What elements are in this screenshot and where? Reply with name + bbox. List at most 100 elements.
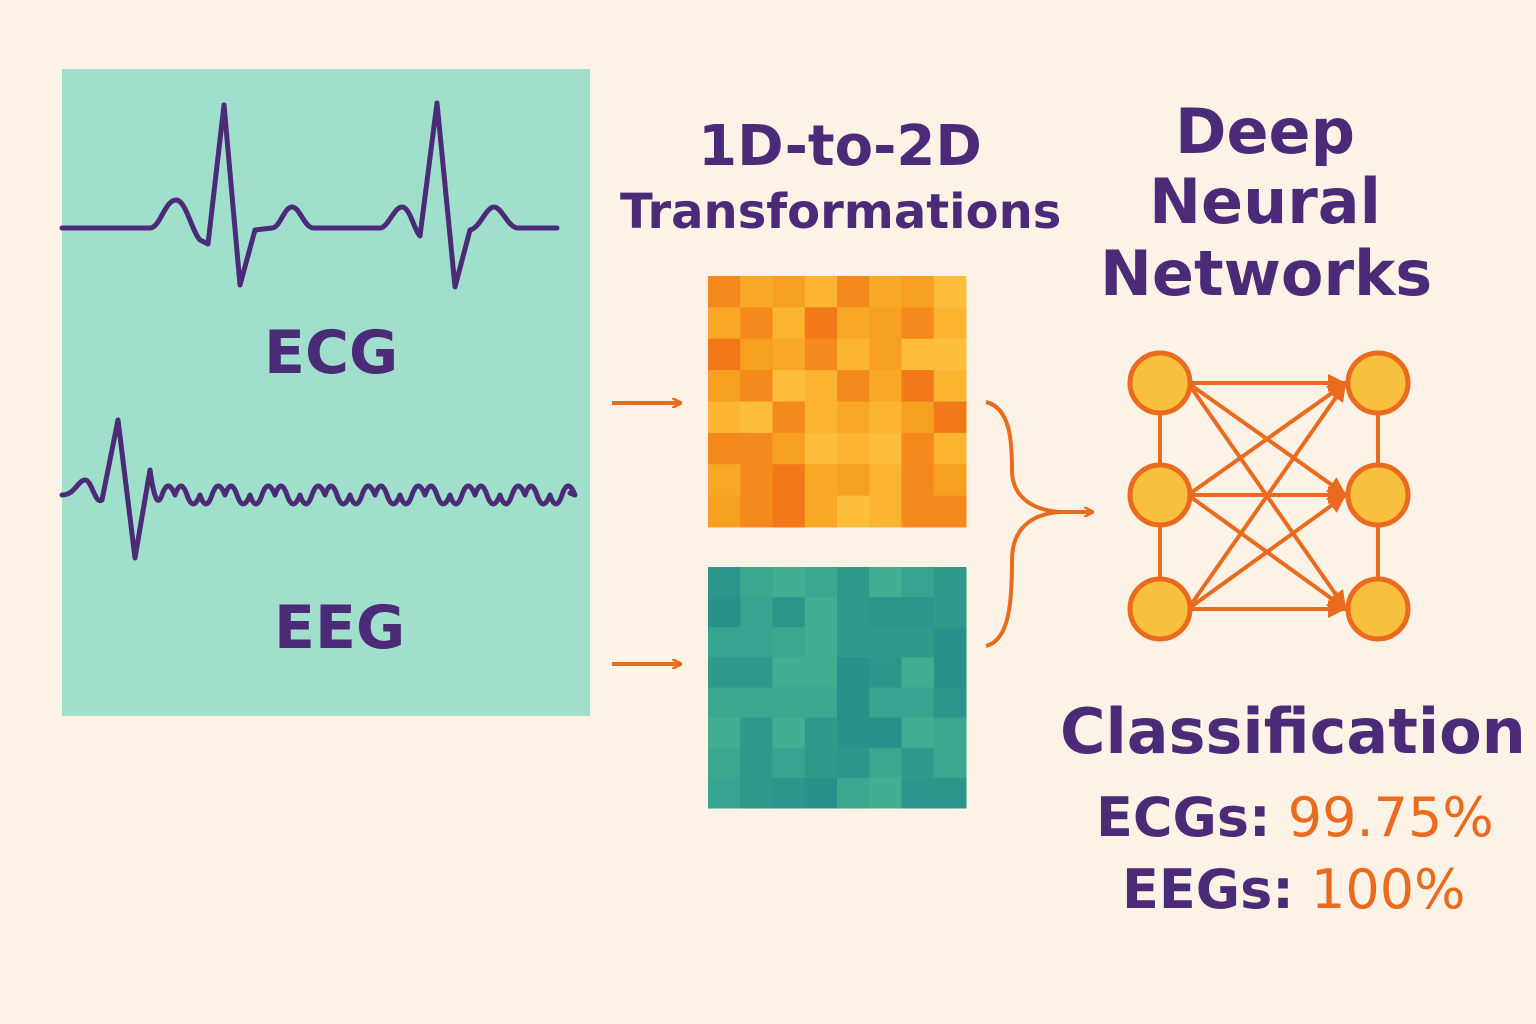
- heatmap-cell: [772, 338, 806, 371]
- heatmap-cell: [837, 276, 870, 308]
- heatmap-cell: [869, 432, 902, 465]
- heatmap-cell: [708, 747, 741, 779]
- heatmap-cell: [869, 687, 902, 719]
- result-eeg-value: 100%: [1311, 858, 1466, 921]
- heatmap-cell: [772, 687, 806, 719]
- heatmap-cell: [933, 777, 967, 809]
- heatmap-cell: [772, 627, 806, 658]
- heatmap-cell: [869, 717, 902, 749]
- result-ecg: ECGs: 99.75%: [1096, 786, 1494, 849]
- heatmap-cell: [804, 627, 838, 658]
- heatmap-cell: [740, 401, 773, 434]
- heatmap-cell: [901, 657, 935, 688]
- heatmap-cell: [869, 495, 902, 528]
- ecg-heatmap: [708, 276, 967, 528]
- heatmap-cell: [837, 627, 870, 658]
- classification-title: Classification: [1060, 695, 1526, 768]
- heatmap-cell: [804, 747, 838, 779]
- heatmap-cell: [804, 495, 838, 528]
- transform-title-line1: 1D-to-2D: [698, 114, 982, 179]
- heatmap-cell: [708, 687, 741, 719]
- heatmap-cell: [740, 338, 773, 371]
- heatmap-cell: [837, 567, 870, 598]
- heatmap-cell: [933, 432, 967, 465]
- heatmap-cell: [740, 432, 773, 465]
- heatmap-cell: [933, 276, 967, 308]
- heatmap-cell: [837, 432, 870, 465]
- heatmap-cell: [772, 747, 806, 779]
- merge-brace: [985, 400, 1092, 648]
- heatmap-cell: [869, 747, 902, 779]
- heatmap-cell: [933, 307, 967, 340]
- heatmap-cell: [740, 627, 773, 658]
- heatmap-cell: [740, 370, 773, 402]
- heatmap-cell: [837, 777, 870, 809]
- heatmap-cell: [708, 276, 741, 308]
- heatmap-cell: [772, 307, 806, 340]
- neuron-node: [1345, 576, 1411, 642]
- result-eeg: EEGs: 100%: [1122, 858, 1465, 921]
- network-title-line3: Networks: [1100, 237, 1433, 310]
- heatmap-cell: [869, 464, 902, 497]
- heatmap-cell: [933, 657, 967, 688]
- transform-title-line2: Transformations: [620, 184, 1062, 240]
- heatmap-cell: [933, 747, 967, 779]
- heatmap-cell: [740, 777, 773, 809]
- heatmap-cell: [837, 370, 870, 402]
- heatmap-cell: [708, 495, 741, 528]
- heatmap-cell: [740, 597, 773, 628]
- heatmap-cell: [740, 495, 773, 528]
- result-eeg-label: EEGs:: [1122, 858, 1294, 921]
- heatmap-cell: [804, 657, 838, 688]
- heatmap-cell: [772, 717, 806, 749]
- ecg-waveform: [59, 100, 560, 290]
- heatmap-cell: [708, 401, 741, 434]
- heatmap-cell: [933, 370, 967, 402]
- heatmap-cell: [933, 717, 967, 749]
- neuron-node: [1127, 350, 1193, 416]
- heatmap-cell: [837, 747, 870, 779]
- heatmap-cell: [708, 717, 741, 749]
- network-title-line1: Deep: [1175, 95, 1355, 168]
- heatmap-cell: [837, 657, 870, 688]
- heatmap-cell: [901, 717, 935, 749]
- heatmap-cell: [708, 338, 741, 371]
- heatmap-cell: [901, 307, 935, 340]
- heatmap-cell: [901, 687, 935, 719]
- heatmap-cell: [772, 432, 806, 465]
- neuron-node: [1345, 350, 1411, 416]
- neuron-node: [1345, 462, 1411, 528]
- result-ecg-label: ECGs:: [1096, 786, 1271, 849]
- heatmap-cell: [708, 464, 741, 497]
- heatmap-cell: [901, 567, 935, 598]
- heatmap-cell: [804, 401, 838, 434]
- heatmap-cell: [869, 657, 902, 688]
- heatmap-cell: [804, 307, 838, 340]
- heatmap-cell: [708, 777, 741, 809]
- heatmap-cell: [901, 747, 935, 779]
- heatmap-cell: [772, 567, 806, 598]
- heatmap-cell: [901, 495, 935, 528]
- heatmap-cell: [869, 597, 902, 628]
- heatmap-cell: [804, 687, 838, 719]
- heatmap-cell: [804, 777, 838, 809]
- heatmap-cell: [901, 370, 935, 402]
- heatmap-cell: [740, 717, 773, 749]
- heatmap-cell: [804, 597, 838, 628]
- heatmap-cell: [869, 338, 902, 371]
- heatmap-cell: [772, 464, 806, 497]
- heatmap-cell: [933, 627, 967, 658]
- signal-panel: [62, 69, 590, 716]
- heatmap-cell: [804, 276, 838, 308]
- heatmap-cell: [708, 432, 741, 465]
- heatmap-cell: [740, 687, 773, 719]
- heatmap-cell: [933, 687, 967, 719]
- connection-arrow: [1186, 381, 1348, 497]
- heatmap-cell: [708, 597, 741, 628]
- heatmap-cell: [804, 432, 838, 465]
- heatmap-cell: [804, 717, 838, 749]
- eeg-label: EEG: [274, 593, 406, 663]
- eeg-heatmap: [708, 567, 967, 809]
- heatmap-cell: [804, 338, 838, 371]
